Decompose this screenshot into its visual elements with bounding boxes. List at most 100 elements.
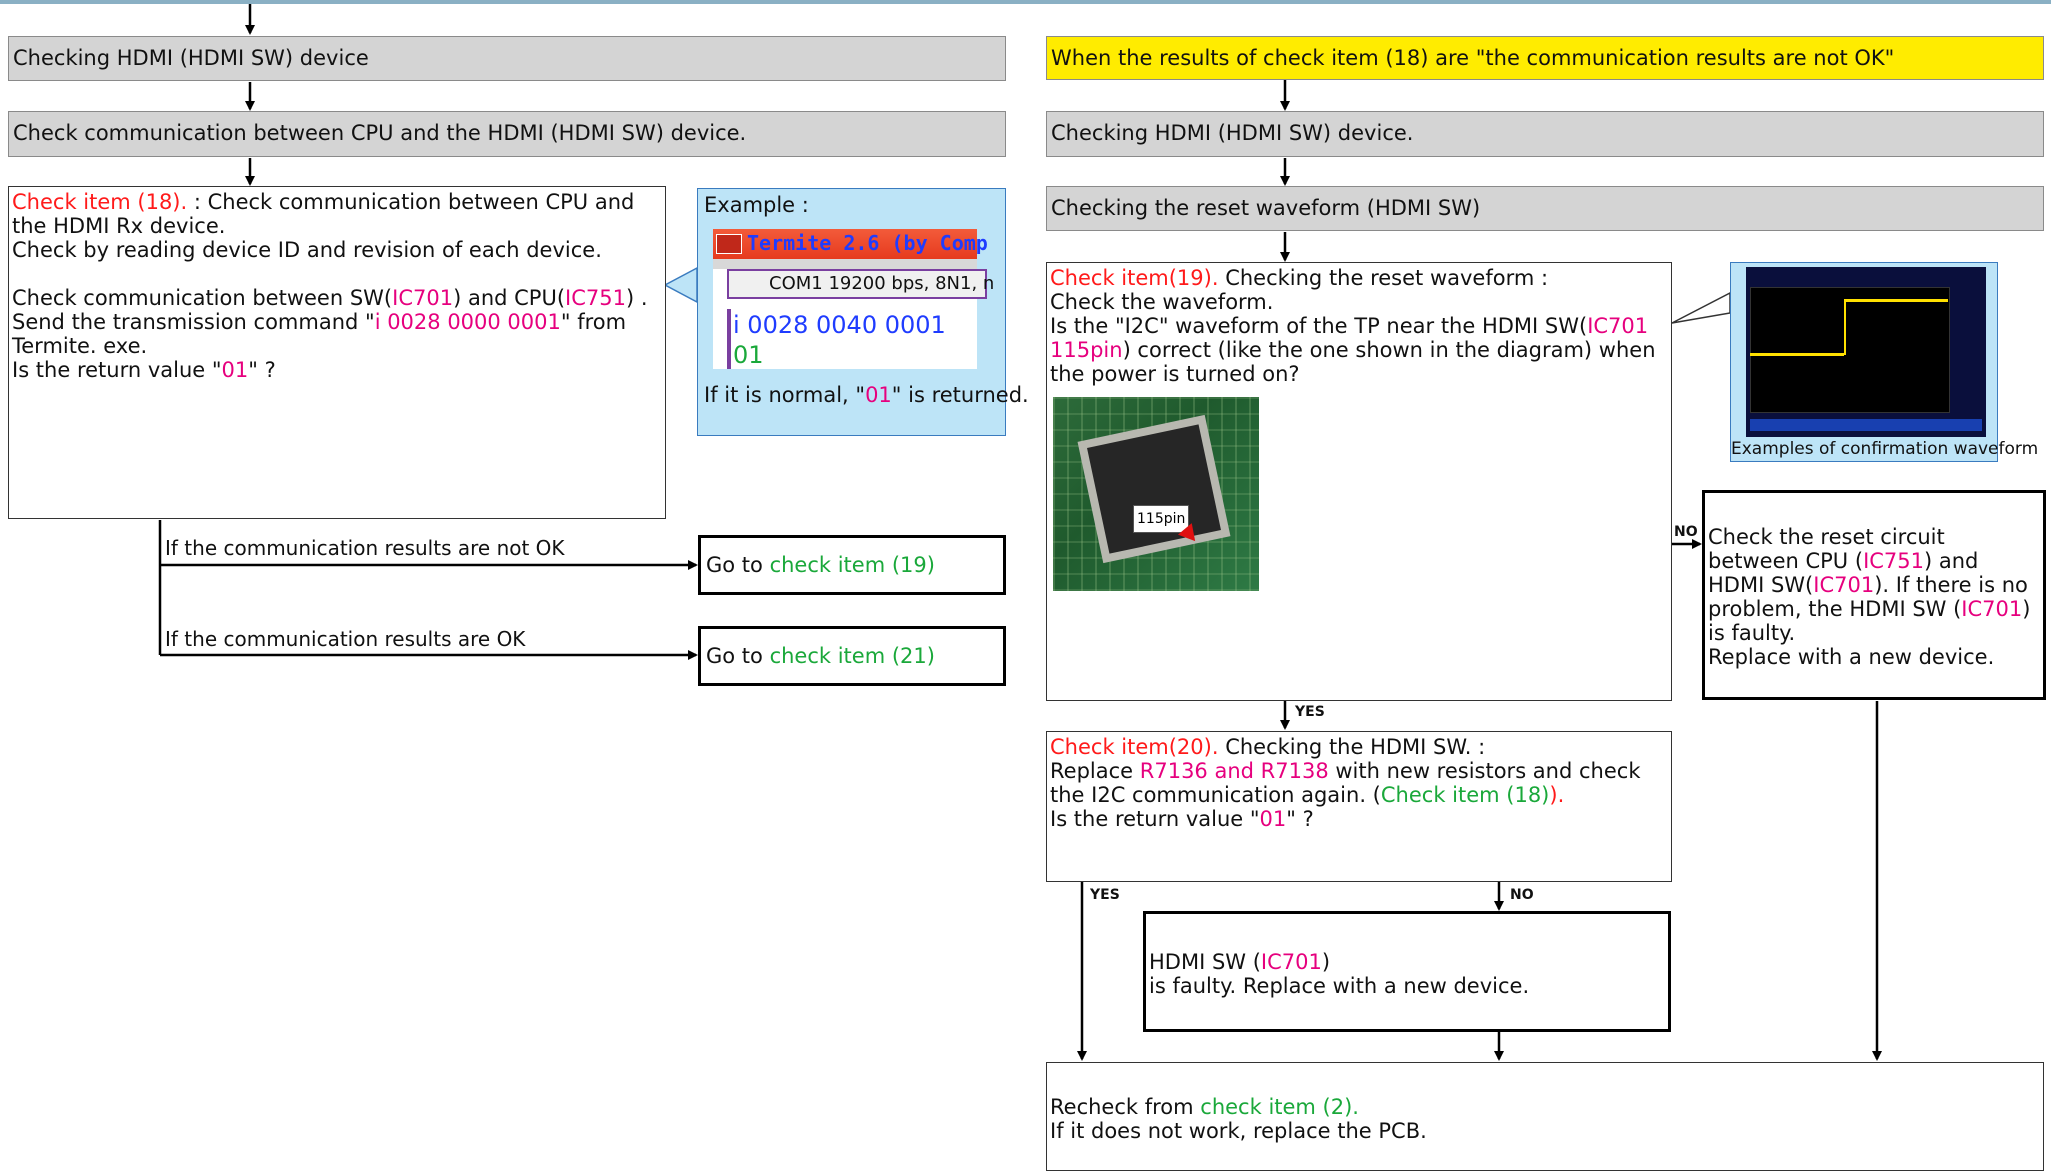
- no-label-19: NO: [1674, 524, 1698, 540]
- reset-text-c: ). If there is no problem, the HDMI SW (: [1708, 573, 2028, 621]
- recheck-box: Recheck from check item (2). If it does …: [1046, 1062, 2044, 1171]
- check-communication-label: Check communication between CPU and the …: [13, 121, 747, 145]
- goto-21-link[interactable]: check item (21): [769, 644, 935, 668]
- recheck-text-a: Recheck from: [1050, 1095, 1201, 1119]
- resistor-ref: R7136 and R7138: [1139, 759, 1329, 783]
- branch-ok-label: If the communication results are OK: [165, 627, 526, 651]
- check-item-20-title: Checking the HDMI SW. :: [1218, 735, 1486, 759]
- check-item-19-box: Check item(19). Checking the reset wavef…: [1046, 262, 1672, 701]
- termite-toolbar-gap: [713, 259, 977, 269]
- check-item-20-l2c: ).: [1549, 783, 1565, 807]
- reset-ic701: IC701: [1813, 573, 1875, 597]
- goto-19-prefix: Go to: [706, 553, 770, 577]
- check-item-20-l3b: " ?: [1286, 807, 1314, 831]
- check-communication-box: Check communication between CPU and the …: [8, 111, 1006, 157]
- check-item-18-l3a: Check communication between SW(: [12, 286, 393, 310]
- check-item-2-link[interactable]: check item (2).: [1200, 1095, 1359, 1119]
- check-item-18-link[interactable]: Check item (18): [1380, 783, 1550, 807]
- faulty-text-c: is faulty. Replace with a new device.: [1149, 974, 1530, 998]
- faulty-text-b: ): [1321, 950, 1331, 974]
- termite-port-line: COM1 19200 bps, 8N1, n: [769, 273, 995, 294]
- check-item-19-line2: Check the waveform.: [1050, 290, 1274, 314]
- termite-received-line: 01: [733, 341, 764, 369]
- check-item-20-l3a: Is the return value ": [1050, 807, 1260, 831]
- faulty-text-a: HDMI SW (: [1149, 950, 1261, 974]
- termite-screenshot: Termite 2.6 (by Comp COM1 19200 bps, 8N1…: [713, 229, 994, 369]
- no-label-20: NO: [1510, 887, 1534, 903]
- reset-circuit-box: Check the reset circuit between CPU (IC7…: [1702, 490, 2046, 700]
- termite-port-bar: COM1 19200 bps, 8N1, n: [727, 269, 994, 299]
- ic-chip-photo: 115pin: [1053, 397, 1259, 591]
- example-callout: Example : Termite 2.6 (by Comp COM1 1920…: [697, 188, 1029, 436]
- reset-text-d: ) is faulty.: [1708, 597, 2031, 645]
- check-item-18-prefix: Check item (18).: [12, 190, 188, 214]
- check-item-20-prefix: Check item(20).: [1050, 735, 1219, 759]
- check-hdmi-device-box: Checking HDMI (HDMI SW) device: [8, 36, 1006, 81]
- ic701-ref: IC701: [392, 286, 454, 310]
- goto-check-19-box: Go to check item (19): [698, 535, 1006, 595]
- top-divider: [0, 0, 2051, 4]
- check-item-18-l3b: ) and CPU(: [453, 286, 566, 310]
- faulty-ic701: IC701: [1260, 950, 1322, 974]
- check-hdmi-device-label: Checking HDMI (HDMI SW) device: [13, 46, 369, 70]
- waveform-callout: Examples of confirmation waveform: [1730, 262, 2039, 462]
- reset-ic751: IC751: [1863, 549, 1925, 573]
- check-item-19-prefix: Check item(19).: [1050, 266, 1219, 290]
- hdmi-sw-faulty-box: HDMI SW (IC701) is faulty. Replace with …: [1143, 911, 1671, 1032]
- goto-21-prefix: Go to: [706, 644, 770, 668]
- example-note-value: 01: [865, 383, 892, 407]
- waveform-edge: [1844, 299, 1846, 355]
- yes-label-20: YES: [1090, 887, 1120, 903]
- check-reset-waveform-box: Checking the reset waveform (HDMI SW): [1046, 186, 2044, 231]
- reset-ic701b: IC701: [1961, 597, 2023, 621]
- goto-check-21-box: Go to check item (21): [698, 626, 1006, 686]
- scope-menu-bar: [1750, 419, 1982, 431]
- check-item-20-box: Check item(20). Checking the HDMI SW. : …: [1046, 731, 1672, 882]
- check-item-20-value: 01: [1259, 807, 1287, 831]
- reset-text-b: ) and HDMI SW(: [1708, 549, 1979, 597]
- check-item-18-l4b: " from Termite. exe.: [12, 310, 627, 358]
- ic701-pin-ref: IC701 115pin: [1050, 314, 1649, 362]
- example-note: If it is normal, "01" is returned.: [704, 383, 1029, 407]
- termite-titlebar: Termite 2.6 (by Comp: [713, 229, 988, 259]
- return-value: 01: [221, 358, 249, 382]
- check-item-19-l3a: Is the "I2C" waveform of the TP near the…: [1050, 314, 1588, 338]
- goto-19-link[interactable]: check item (19): [769, 553, 935, 577]
- check-item-18-l4a: Send the transmission command ": [12, 310, 375, 334]
- example-label: Example :: [704, 193, 809, 217]
- reset-text-a: Check the reset circuit between CPU (: [1708, 525, 1945, 573]
- termite-sent-line: i 0028 0040 0001: [733, 311, 946, 339]
- right-check-device-label: Checking HDMI (HDMI SW) device.: [1051, 121, 1414, 145]
- oscilloscope-screen: [1746, 267, 1986, 437]
- condition-banner: When the results of check item (18) are …: [1046, 36, 2044, 80]
- pin-label: 115pin: [1133, 505, 1190, 533]
- reset-text-e: Replace with a new device.: [1708, 645, 1995, 669]
- check-reset-waveform-label: Checking the reset waveform (HDMI SW): [1051, 196, 1481, 220]
- scope-grid: [1750, 287, 1950, 413]
- ic751-ref: IC751: [565, 286, 626, 310]
- check-item-19-l3b: ) correct (like the one shown in the dia…: [1050, 338, 1656, 386]
- termite-title: Termite 2.6 (by Comp: [747, 231, 988, 255]
- command-text: i 0028 0000 0001: [374, 310, 561, 334]
- example-note-b: " is returned.: [891, 383, 1029, 407]
- termite-output-border: [727, 309, 731, 369]
- waveform-high: [1844, 299, 1948, 302]
- right-check-device-box: Checking HDMI (HDMI SW) device.: [1046, 111, 2044, 157]
- check-item-18-l5b: " ?: [248, 358, 276, 382]
- check-item-18-title: : Check communication between CPU and th…: [12, 190, 635, 238]
- check-item-18-line2: Check by reading device ID and revision …: [12, 238, 602, 262]
- check-item-18-box: Check item (18). : Check communication b…: [8, 186, 666, 519]
- recheck-text-b: If it does not work, replace the PCB.: [1050, 1119, 1427, 1143]
- branch-not-ok-label: If the communication results are not OK: [165, 536, 565, 560]
- check-item-20-l2a: Replace: [1050, 759, 1140, 783]
- waveform-caption: Examples of confirmation waveform: [1731, 439, 2039, 459]
- check-item-20-l2b: with new resistors and check the I2C com…: [1050, 759, 1641, 807]
- check-item-18-l5a: Is the return value ": [12, 358, 222, 382]
- termite-app-icon: [716, 234, 742, 254]
- waveform-low: [1750, 353, 1844, 356]
- check-item-19-title: Checking the reset waveform :: [1218, 266, 1549, 290]
- condition-banner-label: When the results of check item (18) are …: [1051, 46, 1895, 70]
- yes-label-19: YES: [1295, 704, 1325, 720]
- example-note-a: If it is normal, ": [704, 383, 866, 407]
